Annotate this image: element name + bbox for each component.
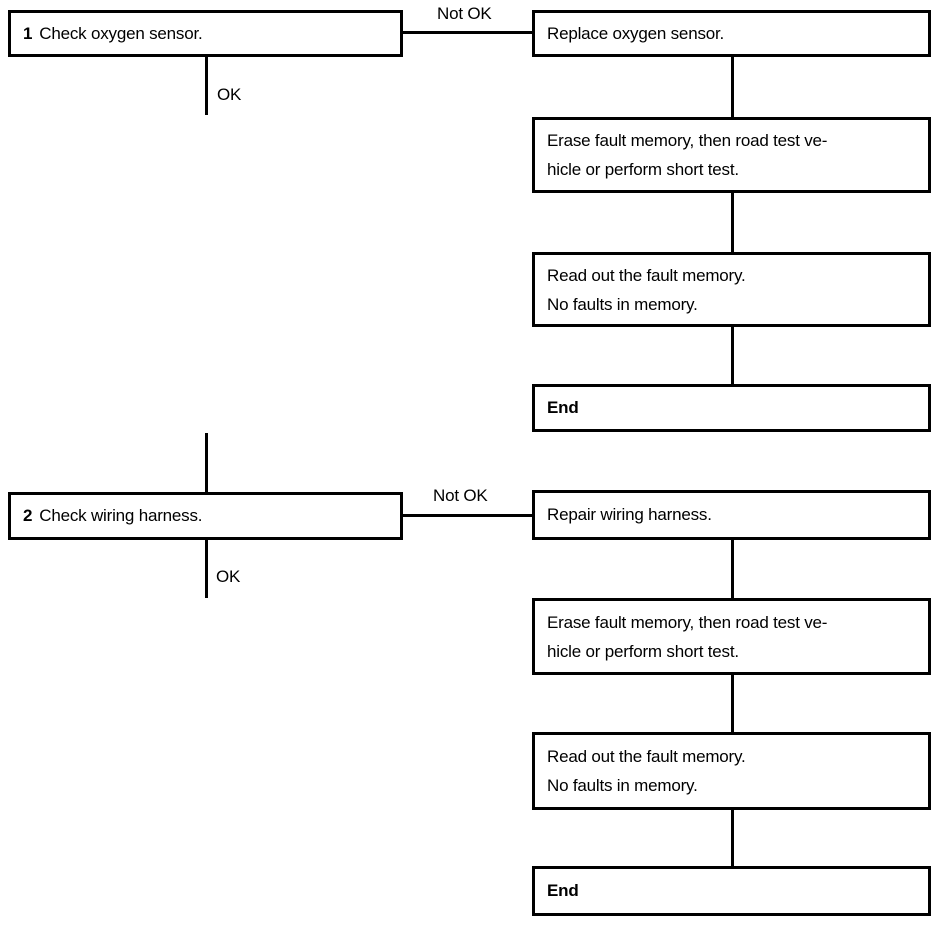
step-1-end-box: End (532, 384, 931, 432)
ok-label-2: OK (216, 567, 241, 586)
step-1-followup-erase-box: Erase fault memory, then road test ve- h… (532, 117, 931, 193)
connector-into-step2 (205, 433, 208, 492)
not-ok-label-2: Not OK (433, 486, 488, 505)
connector-step1-notok (403, 31, 532, 34)
connector-r6-r7 (731, 675, 734, 732)
connector-r5-r6 (731, 540, 734, 598)
not-ok-label-1: Not OK (437, 4, 492, 23)
step-1-notok-action-box: Replace oxygen sensor. (532, 10, 931, 57)
step-2-followup-read-box: Read out the fault memory. No faults in … (532, 732, 931, 810)
connector-step2-ok (205, 540, 208, 598)
connector-r3-end (731, 327, 734, 384)
step-2-followup-erase-box: Erase fault memory, then road test ve- h… (532, 598, 931, 675)
connector-step2-notok (403, 514, 532, 517)
step-1-title: Check oxygen sensor. (39, 23, 203, 43)
connector-step1-ok (205, 57, 208, 115)
connector-r1-r2 (731, 57, 734, 117)
step-2-number: 2 (23, 506, 33, 525)
connector-r2-r3 (731, 193, 734, 252)
step-1-followup-read-box: Read out the fault memory. No faults in … (532, 252, 931, 327)
step-1-number: 1 (23, 23, 33, 43)
connector-r7-end (731, 810, 734, 866)
step-2-notok-action-box: Repair wiring harness. (532, 490, 931, 540)
ok-label-1: OK (217, 85, 242, 104)
step-2-box: 2 Check wiring harness. (8, 492, 403, 540)
step-2-end-box: End (532, 866, 931, 916)
step-1-box: 1 Check oxygen sensor. (8, 10, 403, 57)
step-2-title: Check wiring harness. (39, 506, 203, 525)
